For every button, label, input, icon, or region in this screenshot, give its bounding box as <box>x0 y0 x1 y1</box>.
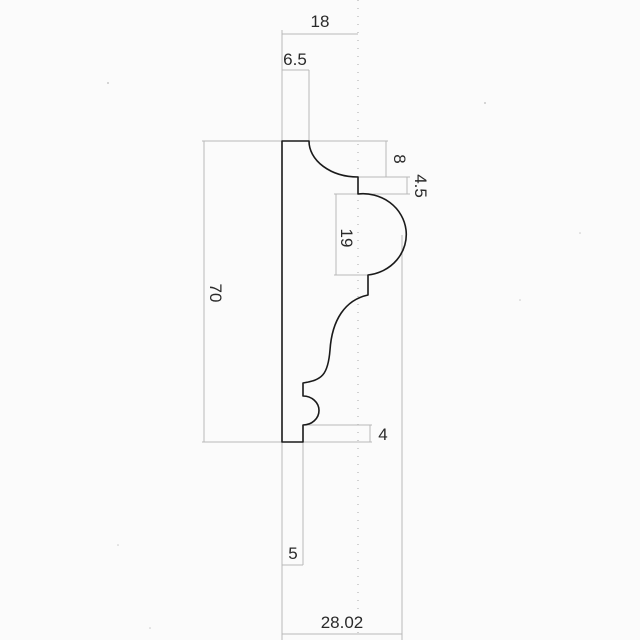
dim-label-bottom-step: 4 <box>378 425 387 444</box>
dim-label-bead-height: 19 <box>337 229 356 248</box>
background-specks <box>107 82 581 629</box>
dim-label-overall-width: 28.02 <box>321 613 364 632</box>
dimension-lines <box>202 30 410 640</box>
dim-label-overall-height: 70 <box>206 284 225 303</box>
dim-label-top-flat: 6.5 <box>283 50 307 69</box>
dim-label-step: 4.5 <box>411 174 430 198</box>
dim-label-top-width: 18 <box>311 12 330 31</box>
dim-label-bottom-flat: 5 <box>288 544 297 563</box>
molding-profile-outline <box>281 140 408 443</box>
dim-label-cove-drop: 8 <box>390 154 409 163</box>
